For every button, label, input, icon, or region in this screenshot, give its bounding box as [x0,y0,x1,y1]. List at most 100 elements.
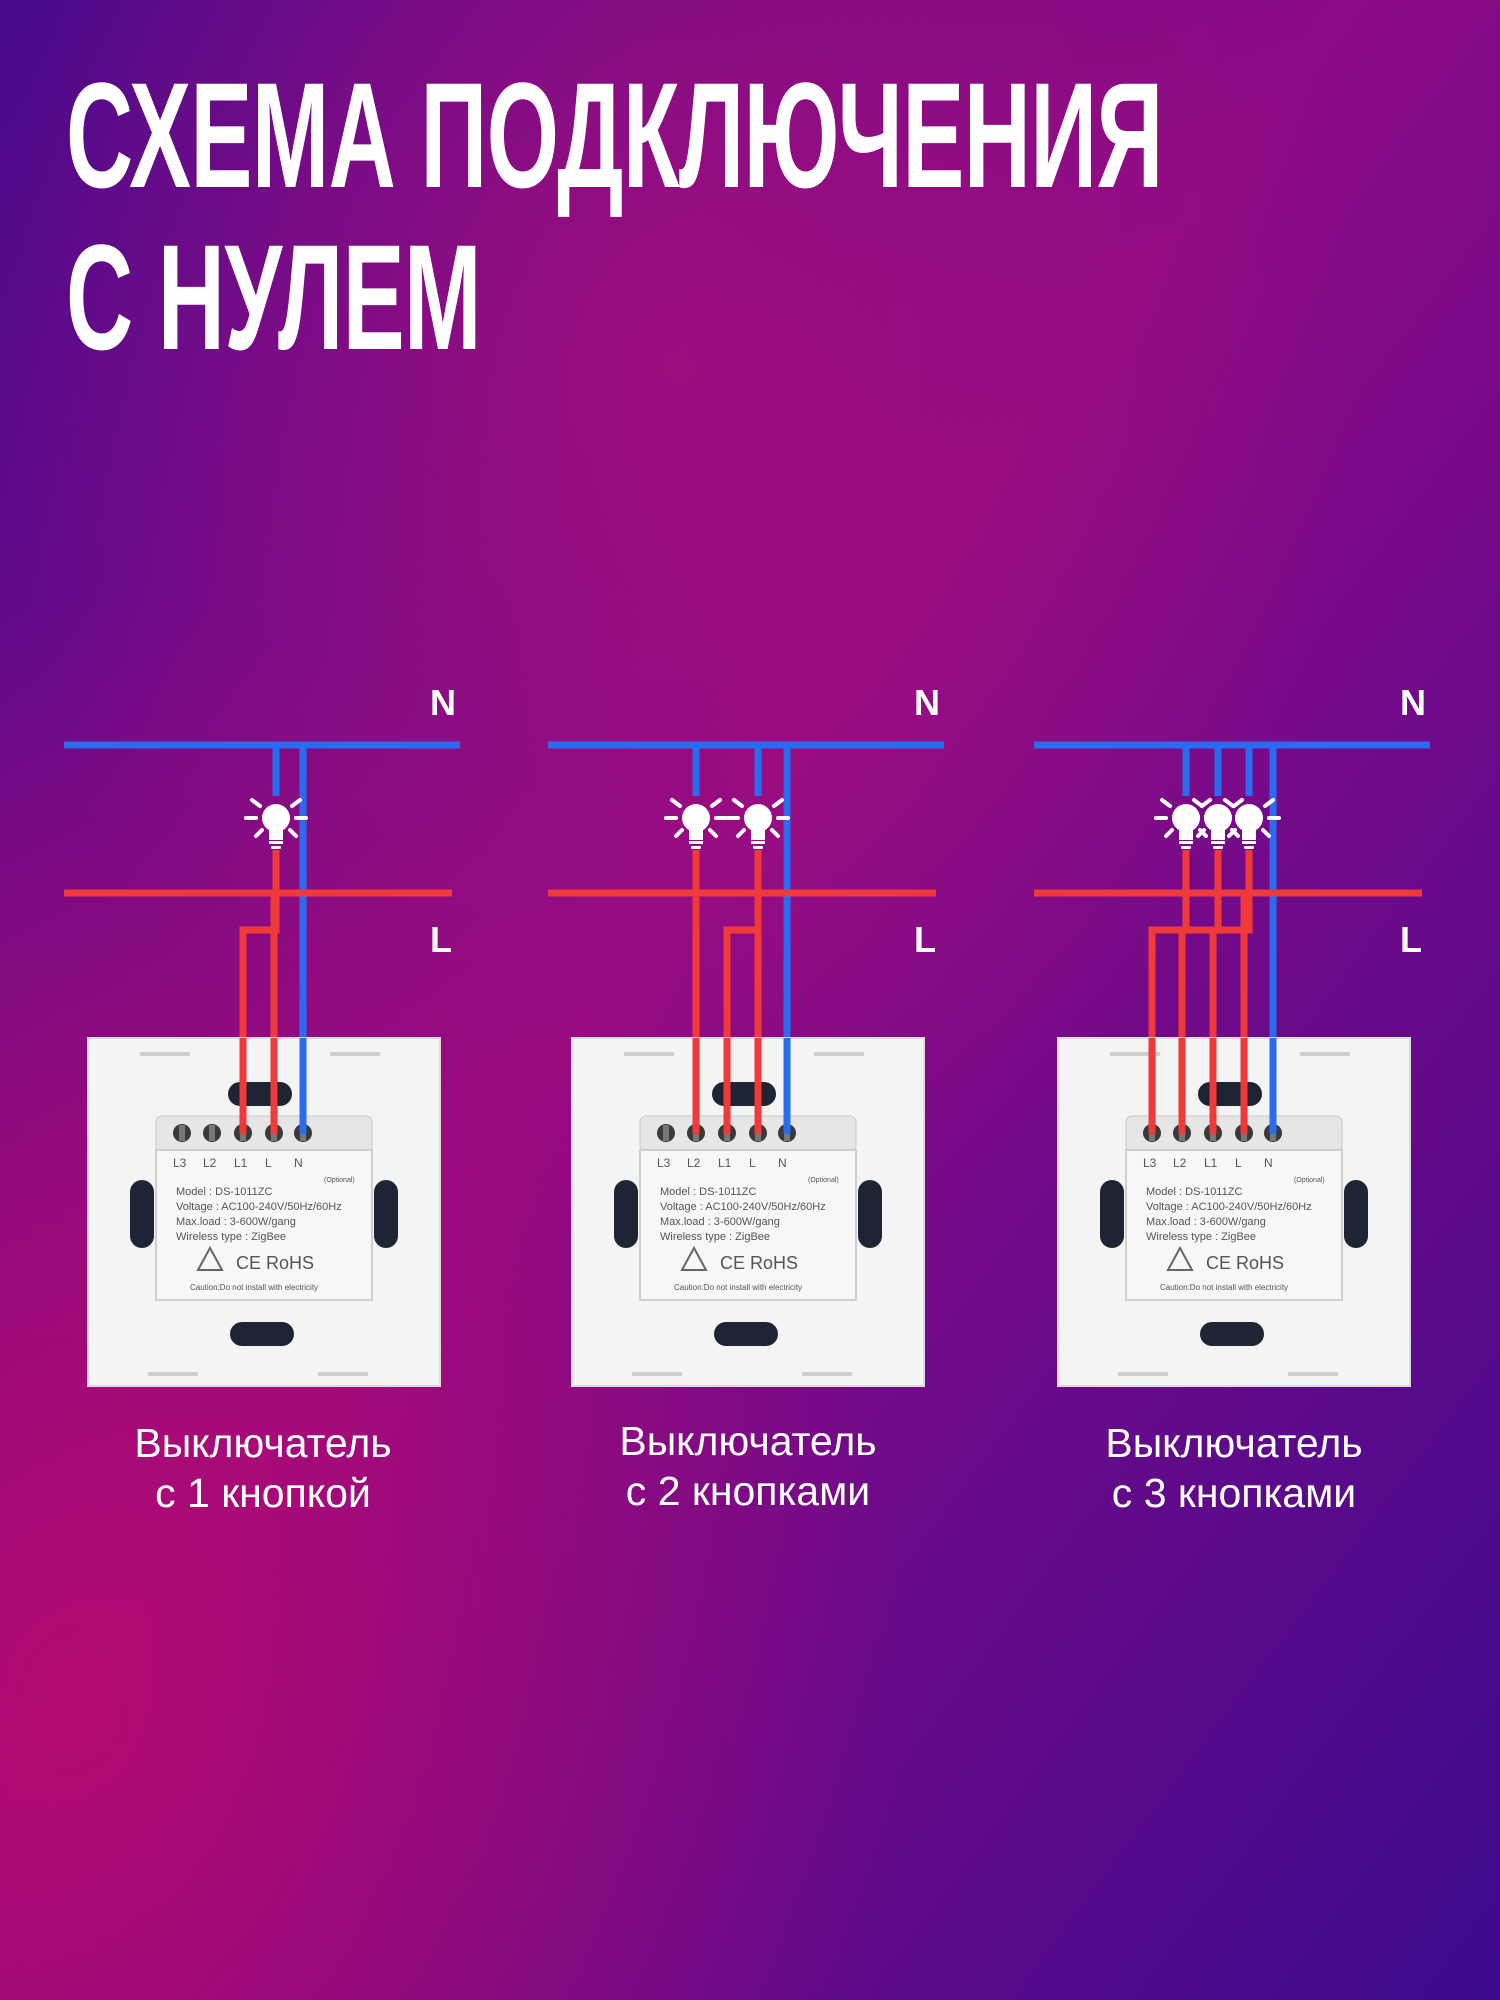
caution-text: Caution:Do not install with electricity [674,1283,802,1292]
caption-line: Выключатель [619,1418,877,1464]
screw-slot [209,1125,215,1141]
live-label: L [914,919,936,960]
bulb-neck [269,830,283,840]
faceplate-mark [1288,1372,1338,1376]
bulb-tip [1244,846,1254,849]
mounting-slot-right [374,1180,398,1248]
bulb-ray [1223,798,1235,808]
bulb-base [689,841,703,844]
caption-line: с 1 кнопкой [155,1470,371,1516]
optional-note: (Optional) [1294,1177,1325,1184]
mounting-slot-bottom [230,1322,294,1346]
wireless-text: Wireless type : ZigBee [176,1231,286,1243]
bulb-base [1211,841,1225,844]
optional-note: (Optional) [324,1177,355,1184]
terminal-label: L1 [234,1156,248,1170]
bulb-neck [1179,830,1193,840]
terminal-label: L3 [173,1156,187,1170]
bulb-ray [736,828,746,838]
caption-line: Выключатель [134,1420,392,1466]
terminal-label: L [749,1156,756,1170]
light-bulb-icon [664,798,728,849]
bulb-glass [1235,804,1263,832]
terminal-label: L3 [657,1156,671,1170]
screw-slot [663,1125,669,1141]
certification-marks: CE RoHS [1206,1253,1284,1273]
terminal-label: L [265,1156,272,1170]
bulb-glass [262,804,290,832]
faceplate-mark [1300,1052,1350,1056]
spec-label-plate [155,1149,373,1301]
faceplate-mark [1110,1052,1160,1056]
bulb-base [269,841,283,844]
bulb-base [751,841,765,844]
bulb-ray [1232,798,1244,808]
live-label: L [1400,919,1422,960]
bulb-glass [682,804,710,832]
mounting-slot-bottom [714,1322,778,1346]
bulb-ray [1227,828,1237,838]
caption-1-gang: Выключатель с 1 кнопкой [83,1418,443,1518]
bulb-ray [290,798,302,808]
bulb-ray [708,828,718,838]
neutral-label: N [914,682,940,723]
bulb-ray [772,798,784,808]
faceplate-mark [624,1052,674,1056]
warning-triangle-icon [196,1245,224,1271]
terminal-label: N [1264,1156,1273,1170]
mounting-slot-top [1198,1082,1262,1106]
neutral-label: N [430,682,456,723]
faceplate-mark [148,1372,198,1376]
terminal-label: L1 [718,1156,732,1170]
bulb-ray [1164,828,1174,838]
bulb-ray [732,798,744,808]
faceplate-mark [632,1372,682,1376]
caption-line: с 2 кнопками [625,1468,871,1514]
terminal-label: L1 [1204,1156,1218,1170]
live-label: L [430,919,452,960]
caution-text: Caution:Do not install with electricity [1160,1283,1288,1292]
page-title-line-1: СХЕМА ПОДКЛЮЧЕНИЯ [66,51,1163,219]
spec-label-plate [639,1149,857,1301]
caption-line: с 3 кнопками [1111,1470,1357,1516]
terminal-label: L [1235,1156,1242,1170]
bulb-tip [753,846,763,849]
bulb-ray [288,828,298,838]
caption-3-gang: Выключатель с 3 кнопками [1054,1418,1414,1518]
mounting-slot-bottom [1200,1322,1264,1346]
light-bulb-icon [244,798,308,849]
model-text: Model : DS-1011ZC [1146,1186,1242,1198]
faceplate-mark [140,1052,190,1056]
faceplate-mark [318,1372,368,1376]
faceplate-mark [814,1052,864,1056]
bulb-ray [670,798,682,808]
bulb-neck [1211,830,1225,840]
mounting-slot-left [130,1180,154,1248]
voltage-text: Voltage : AC100-240V/50Hz/60Hz [660,1201,826,1213]
bulb-ray [1196,828,1206,838]
faceplate-mark [1118,1372,1168,1376]
wireless-text: Wireless type : ZigBee [660,1231,770,1243]
bulb-neck [1242,830,1256,840]
bulb-tip [691,846,701,849]
faceplate-mark [330,1052,380,1056]
voltage-text: Voltage : AC100-240V/50Hz/60Hz [176,1201,342,1213]
terminal-label: N [778,1156,787,1170]
voltage-text: Voltage : AC100-240V/50Hz/60Hz [1146,1201,1312,1213]
light-bulb-icon [726,798,790,849]
bulb-tip [1213,846,1223,849]
terminal-label: N [294,1156,303,1170]
terminal-label: L3 [1143,1156,1157,1170]
mounting-slot-right [858,1180,882,1248]
wireless-text: Wireless type : ZigBee [1146,1231,1256,1243]
bulb-ray [254,828,264,838]
model-text: Model : DS-1011ZC [176,1186,272,1198]
bulb-ray [1261,828,1271,838]
bulb-ray [1160,798,1172,808]
